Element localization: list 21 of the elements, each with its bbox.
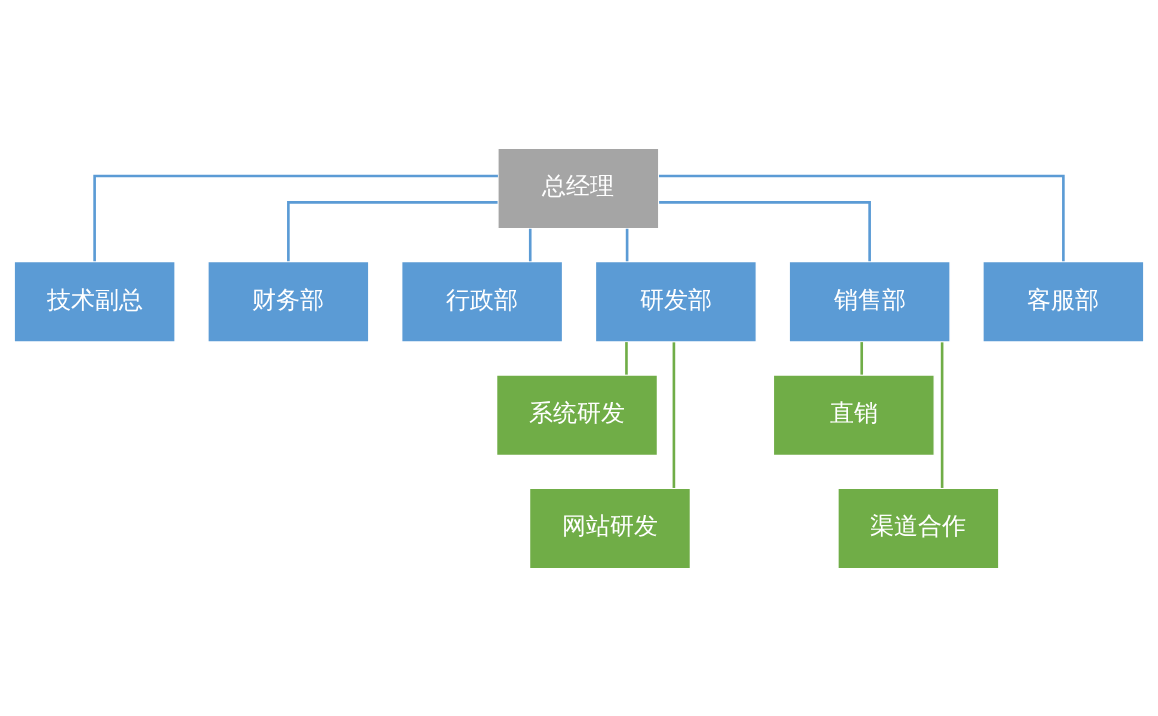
connector [940, 341, 944, 488]
node-box: 总经理 [497, 147, 660, 229]
node-box: 行政部 [401, 260, 564, 343]
connector [659, 174, 1065, 261]
node-box: 网站研发 [528, 487, 692, 569]
node-box: 财务部 [207, 260, 370, 343]
node-box: 客服部 [982, 260, 1145, 343]
connector [528, 228, 532, 261]
node-box: 系统研发 [495, 373, 659, 456]
node-box: 销售部 [788, 260, 951, 343]
node-box: 直销 [772, 373, 935, 456]
connector [672, 341, 676, 488]
node-box: 技术副总 [13, 260, 176, 343]
connector [93, 174, 498, 261]
node-box: 渠道合作 [837, 487, 1000, 569]
node-box: 研发部 [594, 260, 757, 343]
connector [625, 341, 628, 375]
connector [860, 341, 864, 375]
connector [659, 200, 871, 261]
connector [625, 228, 629, 261]
connector [287, 200, 498, 261]
